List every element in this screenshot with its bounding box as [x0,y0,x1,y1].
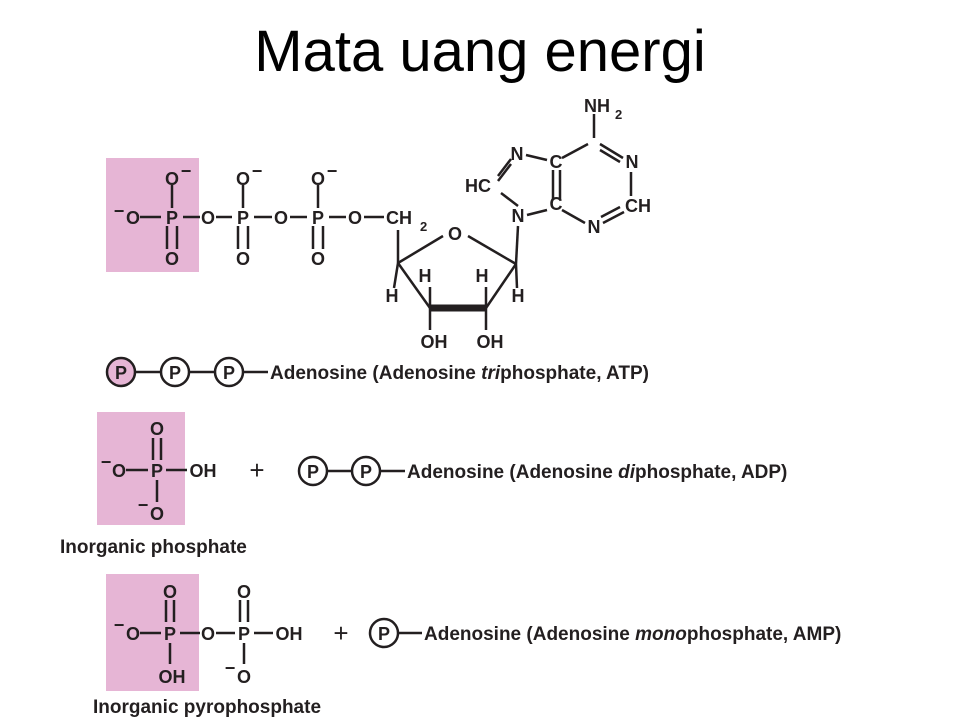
charge-label: − [327,161,338,181]
atom-label: H [476,266,489,286]
plus-sign: + [249,455,264,485]
inorganic-phosphate-labels: O P O − OH O − Inorganic phosphate [60,419,247,558]
subscript-label: 2 [420,219,427,234]
atom-label: OH [421,332,448,352]
atom-label: N [511,144,524,164]
atom-label: O [112,461,126,481]
atom-label: O [311,249,325,269]
plus-sign: + [333,618,348,648]
atom-label: O [126,208,140,228]
atom-label: C [550,194,563,214]
charge-label: − [101,452,112,472]
charge-label: − [114,201,125,221]
amp-label: Adenosine (Adenosine monophosphate, AMP) [424,624,841,645]
atom-label: CH [386,208,412,228]
phosphate-letter: P [169,363,181,383]
inorganic-phosphate-label: Inorganic phosphate [60,537,247,558]
atom-label: N [588,217,601,237]
atom-label: O [150,504,164,524]
atom-label: P [238,624,250,644]
atom-label: P [164,624,176,644]
atp-structure [140,114,633,330]
phosphate-letter: P [115,363,127,383]
atom-label: O [126,624,140,644]
atom-label: NH [584,96,610,116]
atom-label: H [512,286,525,306]
slide-title: Mata uang energi [254,19,706,84]
atom-label: O [237,667,251,687]
atom-label: OH [276,624,303,644]
atom-label: O [348,208,362,228]
atom-label: O [150,419,164,439]
phosphate-letter: P [307,462,319,482]
atom-label: N [626,152,639,172]
atom-label: H [419,266,432,286]
inorganic-phosphate-structure [126,438,187,502]
pyrophosphate-structure [140,600,273,664]
charge-label: − [181,161,192,181]
phosphate-letter: P [223,363,235,383]
inorganic-pyrophosphate-label: Inorganic pyrophosphate [93,697,321,718]
atom-label: O [311,169,325,189]
atom-label: C [550,152,563,172]
atom-label: O [201,208,215,228]
atp-schematic: P P P Adenosine (Adenosine triphosphate,… [105,356,649,388]
terminal-phosphate-highlight [106,158,199,272]
atom-label: O [165,249,179,269]
atom-label: OH [159,667,186,687]
atom-label: O [274,208,288,228]
atp-structure-labels: O − P O − O O O − P O O O − P O O CH 2 O… [114,96,651,352]
amp-schematic: P Adenosine (Adenosine monophosphate, AM… [368,617,841,649]
atp-label: Adenosine (Adenosine triphosphate, ATP) [270,363,649,384]
adp-label: Adenosine (Adenosine diphosphate, ADP) [407,462,787,483]
phosphate-letter: P [378,624,390,644]
atom-label: OH [477,332,504,352]
atom-label: O [236,249,250,269]
atom-label: O [237,582,251,602]
atom-label: HC [465,176,491,196]
phosphate-letter: P [360,462,372,482]
atom-label: CH [625,196,651,216]
charge-label: − [138,495,149,515]
atom-label: P [151,461,163,481]
atom-label: O [448,224,462,244]
charge-label: − [225,658,236,678]
atom-label: O [163,582,177,602]
atom-label: O [201,624,215,644]
pyrophosphate-labels: O P O − OH O O P OH O − Inorganic pyroph… [93,582,321,718]
atom-label: H [386,286,399,306]
charge-label: − [114,615,125,635]
atom-label: P [166,208,178,228]
inorganic-phosphate-highlight [97,412,185,525]
charge-label: − [252,161,263,181]
atom-label: P [237,208,249,228]
atom-label: OH [190,461,217,481]
adp-schematic: P P Adenosine (Adenosine diphosphate, AD… [297,455,787,487]
atom-label: P [312,208,324,228]
atom-label: O [236,169,250,189]
atom-label: N [512,206,525,226]
atom-label: O [165,169,179,189]
subscript-label: 2 [615,107,622,122]
